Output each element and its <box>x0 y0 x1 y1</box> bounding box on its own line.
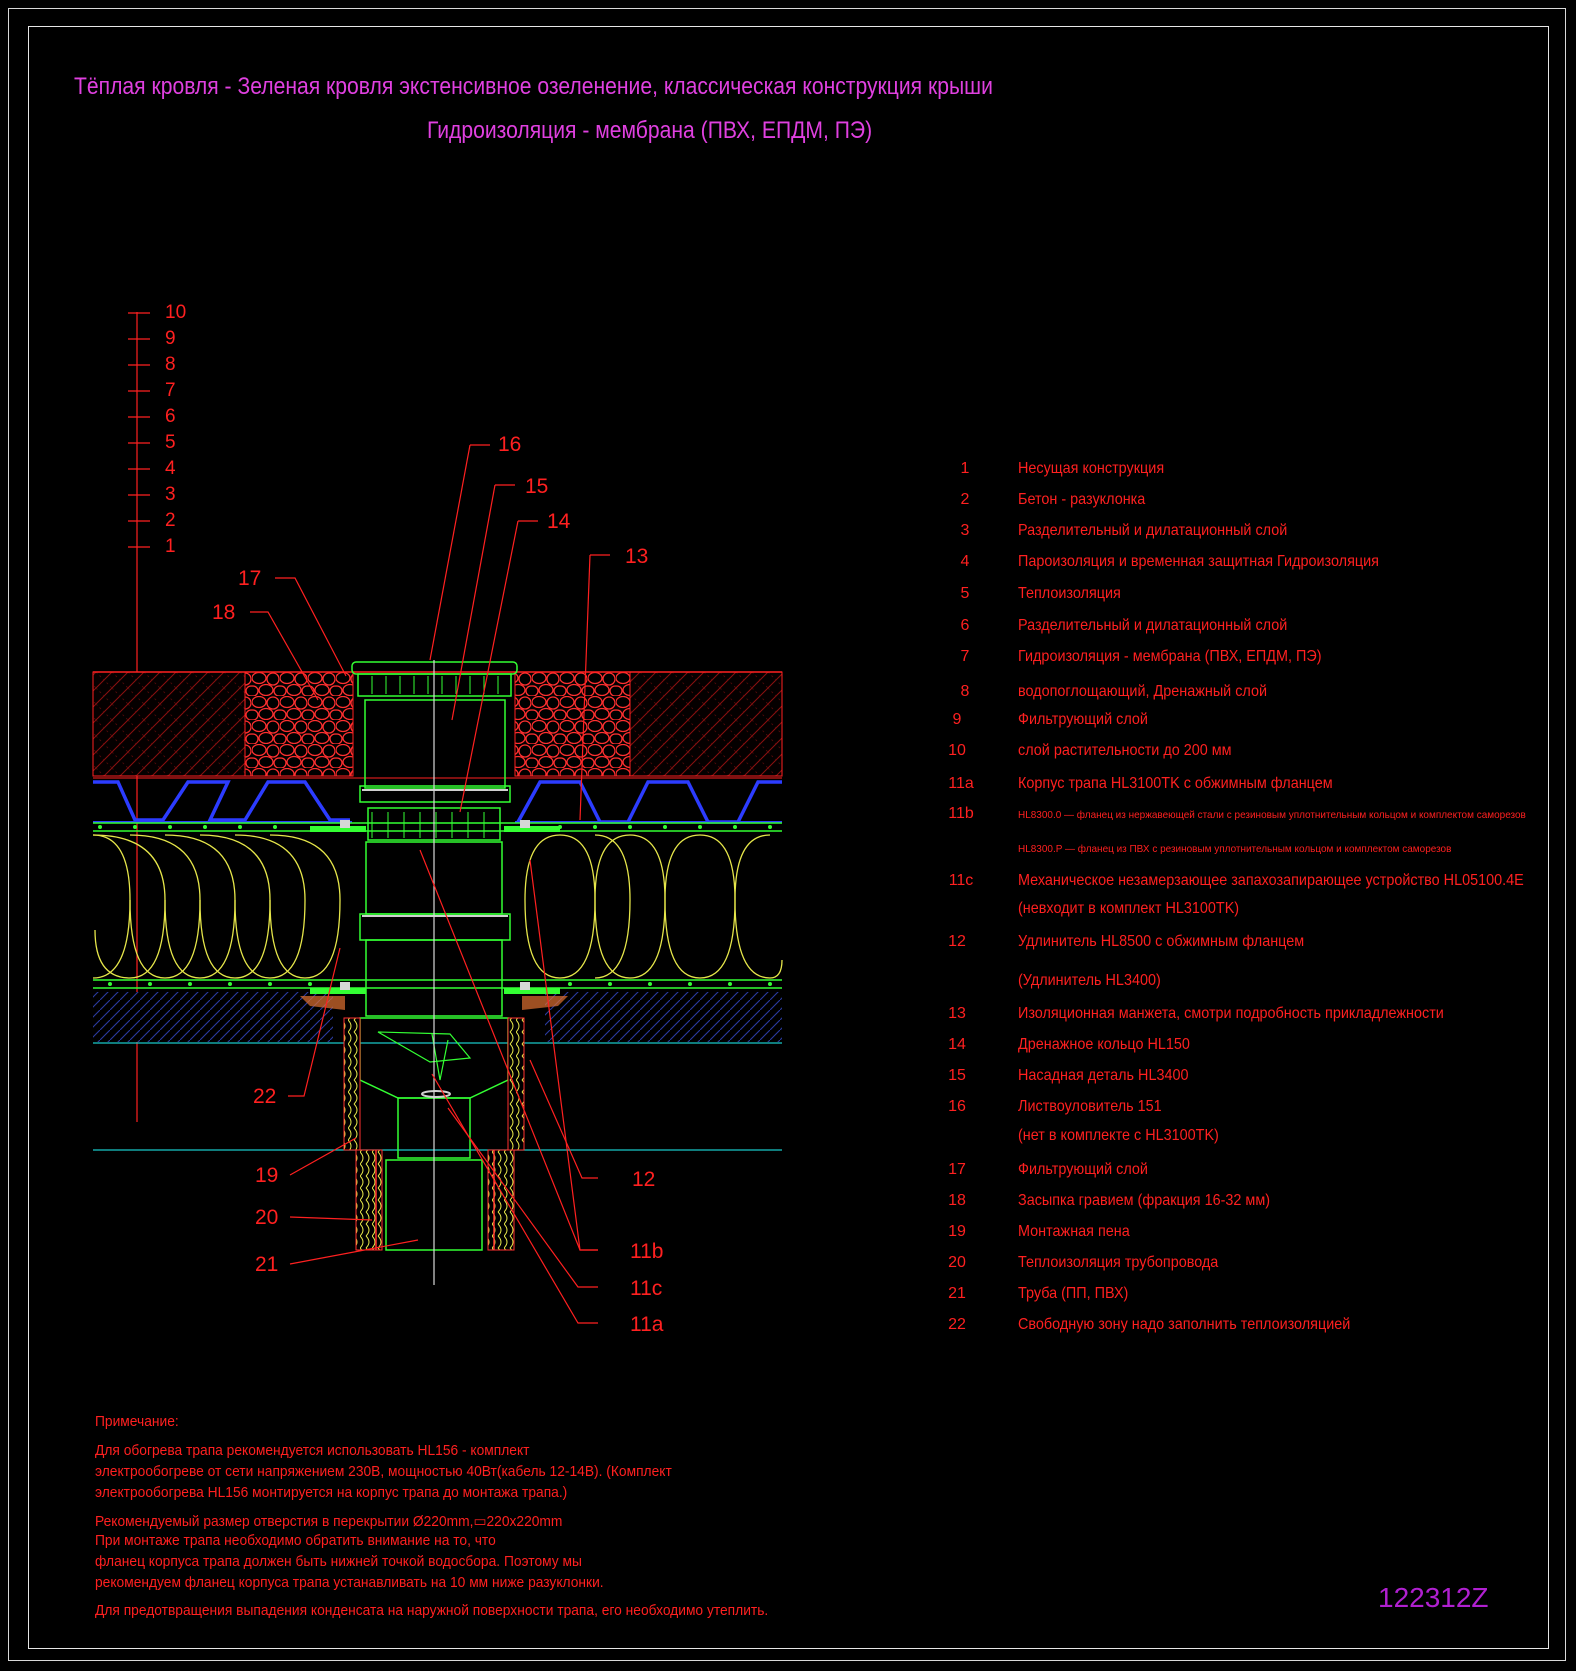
drawing-title: Тёплая кровля - Зеленая кровля экстенсив… <box>74 73 993 100</box>
outer-frame <box>8 8 1566 1661</box>
note-line: Для обогрева трапа рекомендуется использ… <box>95 1442 530 1459</box>
layer-number: 10 <box>165 302 187 323</box>
layer-number: 9 <box>165 328 176 349</box>
note-line: электрообогрева HL156 монтируется на кор… <box>95 1484 568 1501</box>
callout-label: 22 <box>253 1085 277 1108</box>
callout-label: 21 <box>255 1253 279 1276</box>
callout-label: 14 <box>547 510 571 533</box>
drawing-subtitle: Гидроизоляция - мембрана (ПВХ, ЕПДМ, ПЭ) <box>427 117 873 144</box>
callout-label: 18 <box>212 601 236 624</box>
note-line: рекомендуем фланец корпуса трапа устанав… <box>95 1574 604 1591</box>
layer-number: 1 <box>165 536 176 557</box>
callout-label: 11c <box>630 1277 663 1300</box>
callout-label: 11a <box>630 1313 664 1336</box>
layer-number: 7 <box>165 380 176 401</box>
layer-number: 4 <box>165 458 176 479</box>
inner-frame <box>28 26 1549 1649</box>
callout-label: 11b <box>630 1240 664 1263</box>
callout-label: 19 <box>255 1164 279 1187</box>
callout-label: 16 <box>498 433 522 456</box>
note-line: фланец корпуса трапа должен быть нижней … <box>95 1553 582 1570</box>
callout-label: 12 <box>632 1168 656 1191</box>
layer-number: 5 <box>165 432 176 453</box>
layer-number: 3 <box>165 484 176 505</box>
note-line: Для предотвращения выпадения конденсата … <box>95 1602 769 1619</box>
callout-label: 17 <box>238 567 262 590</box>
callout-label: 20 <box>255 1206 279 1229</box>
notes-heading: Примечание: <box>95 1413 179 1430</box>
layer-number: 8 <box>165 354 176 375</box>
layer-number: 2 <box>165 510 176 531</box>
note-line: Рекомендуемый размер отверстия в перекры… <box>95 1513 563 1530</box>
callout-label: 13 <box>625 545 649 568</box>
callout-label: 15 <box>525 475 549 498</box>
drawing-code: 122312Z <box>1378 1582 1489 1613</box>
layer-number: 6 <box>165 406 176 427</box>
note-line: электрообогреве от сети напряжением 230В… <box>95 1463 672 1480</box>
note-line: При монтаже трапа необходимо обратить вн… <box>95 1532 496 1549</box>
